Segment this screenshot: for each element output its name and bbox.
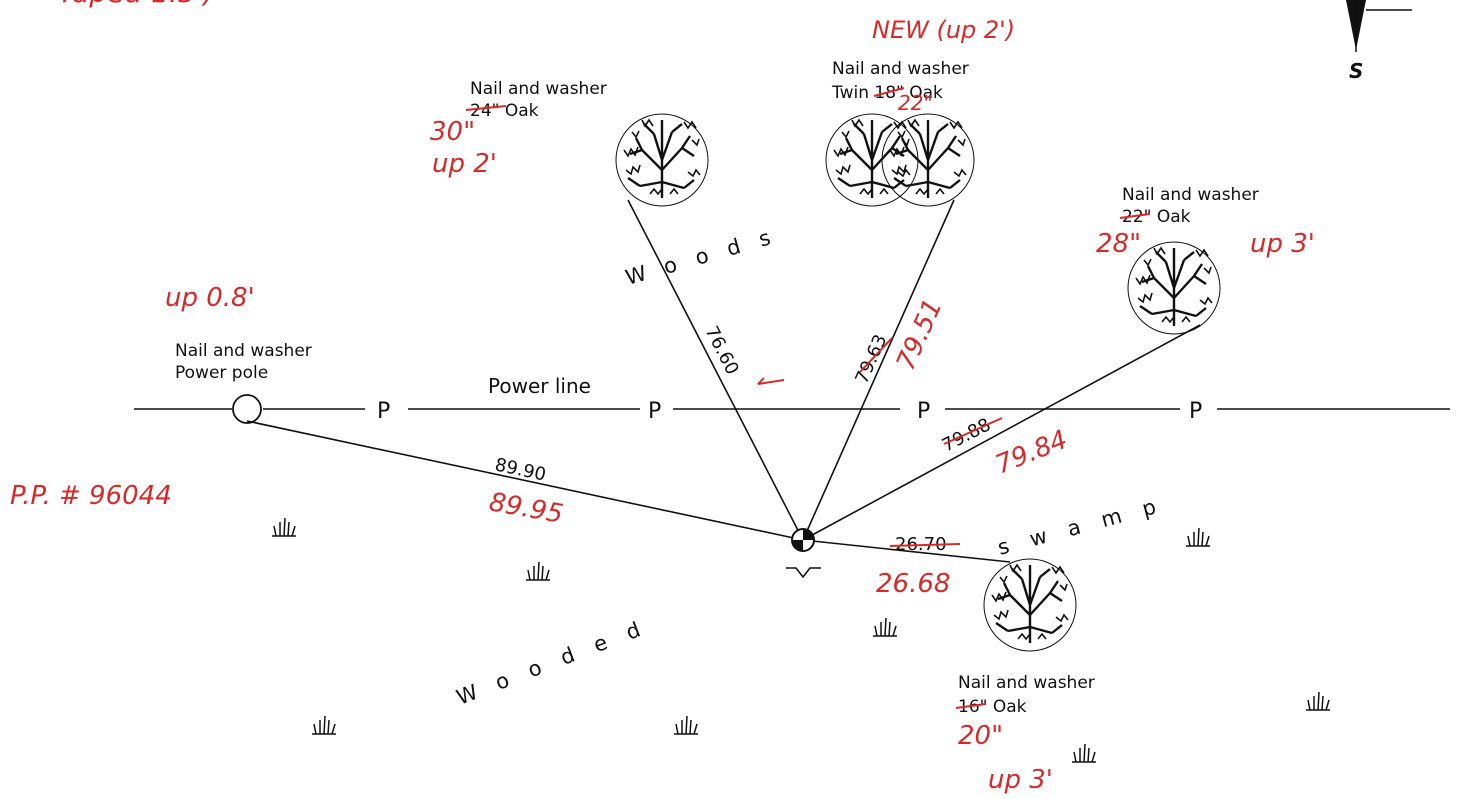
pole-marker: P — [377, 399, 390, 424]
ref-label-line1: Nail and washer — [958, 673, 1095, 693]
ditch-icon — [786, 567, 821, 579]
ref-red-note: P.P. # 96044 — [10, 481, 172, 511]
pole-marker: P — [917, 399, 930, 424]
ref-label-line1: Nail and washer — [175, 341, 312, 361]
check-mark-icon — [757, 377, 785, 385]
distance-red: 79.84 — [991, 425, 1071, 481]
swamp-area-label: swamp — [995, 489, 1180, 560]
tie-lines — [246, 199, 1201, 563]
ref-label-line2: Power pole — [175, 363, 268, 383]
twin-tree-icon — [880, 112, 976, 208]
ref-label-line1: Nail and washer — [470, 79, 607, 99]
ref-red-note: up 2' — [432, 149, 497, 179]
tree-icon — [982, 557, 1078, 653]
twin-tree-icon — [824, 112, 920, 208]
marsh-icon — [525, 561, 551, 581]
ref-red-note: up 0.8' — [165, 283, 255, 313]
marsh-icon — [872, 617, 898, 637]
marsh-icon — [673, 715, 699, 735]
north-arrow-icon — [1346, 0, 1412, 52]
power-pole-icon — [232, 394, 262, 424]
ref-red-note: 20" — [958, 721, 1003, 751]
marsh-icon — [311, 715, 337, 735]
distance-red: 26.68 — [876, 569, 950, 599]
distance-original: 79.88 — [939, 414, 994, 456]
tree-icon — [614, 112, 710, 208]
north-arrow-letter: S — [1349, 59, 1363, 83]
power-line-label: Power line — [488, 374, 591, 398]
pole-marker: P — [648, 399, 661, 424]
distance-red: 89.95 — [487, 487, 566, 529]
ref-red-note: 28" — [1096, 229, 1141, 259]
ref-label-line1: Nail and washer — [832, 59, 969, 79]
pole-marker: P — [1189, 399, 1202, 424]
ref-red-note: up 3' — [988, 765, 1053, 795]
wooded-area-label: Wooded — [453, 610, 664, 710]
distance-red: 79.51 — [891, 295, 949, 375]
benchmark-icon — [791, 528, 815, 552]
ref-red-note: 22" — [898, 91, 933, 115]
marsh-icon — [1071, 743, 1097, 763]
ref-red-note: 30" — [430, 117, 475, 147]
header-red-note: Taped 1.5') — [58, 0, 214, 9]
distance-original: 89.90 — [493, 454, 548, 485]
marsh-icon — [1305, 691, 1331, 711]
ref-red-note: up 3' — [1250, 229, 1315, 259]
ref-label-line2: 16" Oak — [958, 697, 1027, 717]
header-new-note: NEW (up 2') — [872, 16, 1015, 44]
marsh-icon — [271, 517, 297, 537]
distance-original: 76.60 — [701, 323, 743, 378]
tree-icon — [1126, 240, 1222, 336]
ref-label-line1: Nail and washer — [1122, 185, 1259, 205]
marsh-icon — [1185, 527, 1211, 547]
woods-area-label: Woods — [623, 220, 793, 290]
ref-label-line2: 22" Oak — [1122, 207, 1191, 227]
ref-label-line2: 24" Oak — [470, 101, 539, 121]
